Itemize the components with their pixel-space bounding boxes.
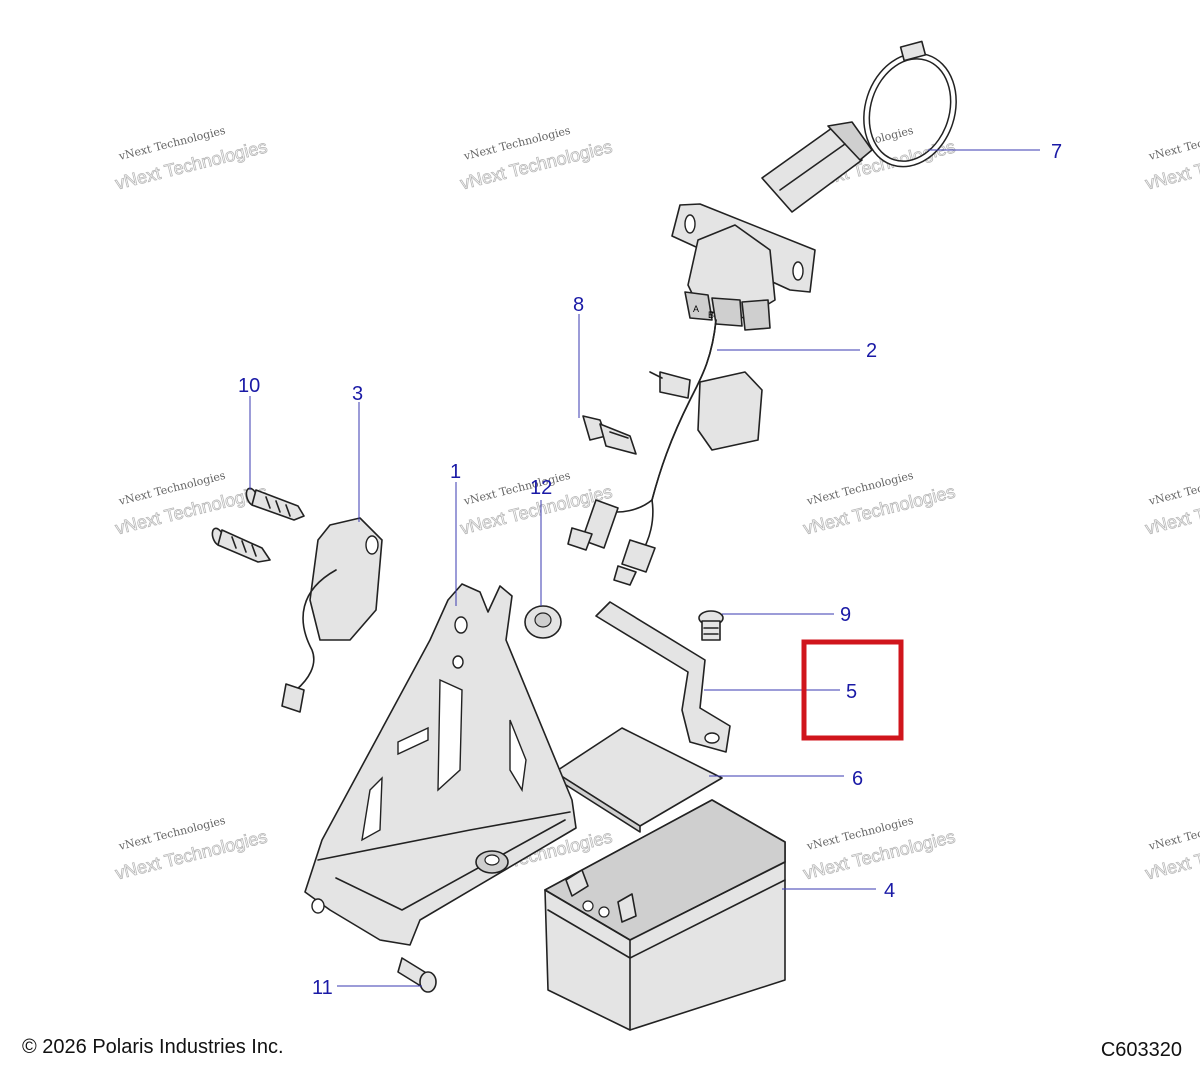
- callout-3[interactable]: 3: [352, 383, 363, 405]
- watermark: vNext Technologies vNext Technologies: [1143, 469, 1200, 539]
- callout-10[interactable]: 10: [238, 375, 260, 397]
- svg-text:vNext Technologies: vNext Technologies: [1147, 124, 1200, 163]
- battery-bracket-part[interactable]: [304, 583, 577, 946]
- callout-2[interactable]: 2: [866, 340, 877, 362]
- callout-12[interactable]: 12: [530, 477, 552, 499]
- highlight-box: [801, 639, 904, 741]
- screw-part[interactable]: [210, 527, 271, 563]
- callout-8[interactable]: 8: [573, 294, 584, 316]
- watermark: vNext Technologies vNext Technologies: [1143, 124, 1200, 194]
- callout-11[interactable]: 11: [312, 977, 333, 999]
- callout-6[interactable]: 6: [852, 768, 863, 790]
- svg-text:vNext Technologies: vNext Technologies: [1147, 469, 1200, 508]
- watermark: vNext Technologies vNext Technologies: [1143, 814, 1200, 884]
- harness-part[interactable]: A B: [567, 121, 873, 586]
- callout-labels: 1 2 3 4 5 6 7 8 9 10 11 12: [238, 141, 1062, 999]
- callout-7[interactable]: 7: [1051, 141, 1062, 163]
- diagram-code: C603320: [1100, 1039, 1182, 1061]
- copyright-text: © 2026 Polaris Industries Inc.: [22, 1036, 284, 1058]
- watermark: vNext Technologies vNext Technologies: [801, 814, 958, 884]
- svg-text:B: B: [708, 310, 714, 320]
- watermark: vNext Technologies vNext Technologies: [801, 469, 958, 539]
- leader-lines: [249, 149, 1040, 987]
- callout-4[interactable]: 4: [884, 880, 895, 902]
- screw-part[interactable]: [244, 487, 305, 521]
- cable-tie-part[interactable]: [853, 40, 967, 175]
- pan-screw-part[interactable]: [698, 610, 724, 641]
- sensor-part[interactable]: [281, 517, 383, 713]
- push-rivet-part[interactable]: [582, 415, 637, 455]
- bracket-screw-part[interactable]: [397, 957, 437, 993]
- watermark: vNext Technologies vNext Technologies: [113, 124, 270, 194]
- callout-9[interactable]: 9: [840, 604, 851, 626]
- watermark: vNext Technologies vNext Technologies: [458, 124, 615, 194]
- svg-text:A: A: [693, 304, 699, 314]
- flange-nut-part[interactable]: [524, 605, 562, 639]
- watermark: vNext Technologies vNext Technologies: [113, 469, 270, 539]
- watermark: vNext Technologies vNext Technologies: [113, 814, 270, 884]
- callout-5[interactable]: 5: [846, 681, 857, 703]
- battery-part[interactable]: [544, 799, 786, 1031]
- callout-1[interactable]: 1: [450, 461, 461, 483]
- svg-text:vNext Technologies: vNext Technologies: [1147, 814, 1200, 853]
- battery-strap-part[interactable]: [595, 601, 731, 753]
